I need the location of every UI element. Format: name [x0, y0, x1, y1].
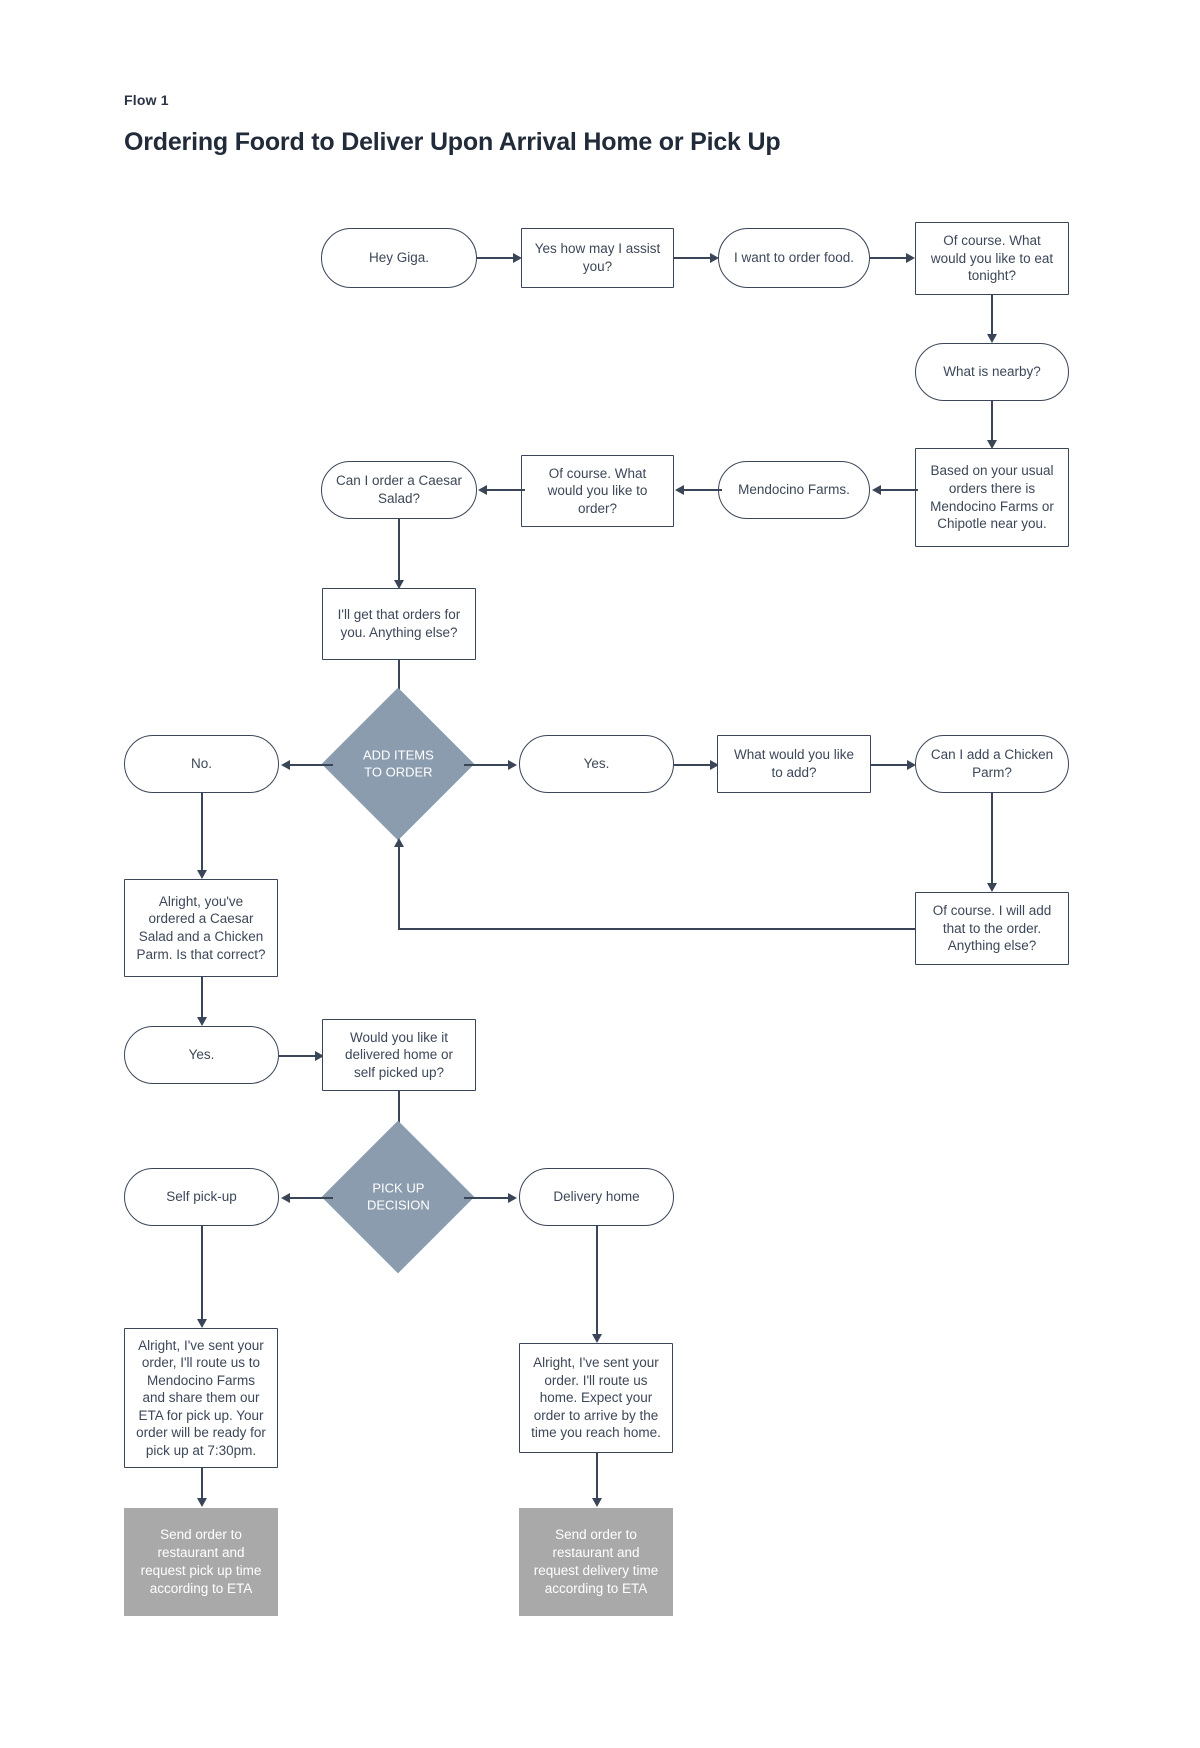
arrowhead-n1-n2 — [513, 253, 522, 263]
connector-n10-decision — [398, 660, 400, 700]
connector-no-n17 — [201, 793, 203, 875]
arrowhead-delivery-n24 — [592, 1334, 602, 1343]
connector-pickup-delivery — [464, 1197, 514, 1199]
node-what-is-nearby[interactable]: What is nearby? — [915, 343, 1069, 401]
node-hey-giga[interactable]: Hey Giga. — [321, 228, 477, 288]
arrowhead-n24-n26 — [592, 1498, 602, 1507]
arrowhead-n8-n9 — [478, 485, 487, 495]
arrowhead-n9-n10 — [394, 580, 404, 589]
node-mendocino-farms[interactable]: Mendocino Farms. — [718, 461, 870, 519]
arrowhead-n4-n5 — [987, 334, 997, 343]
node-pickup-confirmation[interactable]: Alright, I've sent your order, I'll rout… — [124, 1328, 278, 1468]
connector-self-n23 — [201, 1226, 203, 1324]
arrowhead-n3-n4 — [906, 253, 915, 263]
connector-n14-n15 — [871, 764, 913, 766]
node-delivery-confirmation[interactable]: Alright, I've sent your order. I'll rout… — [519, 1343, 673, 1453]
node-can-i-add-chicken-parm[interactable]: Can I add a Chicken Parm? — [915, 735, 1069, 793]
connector-n8-n9 — [481, 489, 525, 491]
connector-pickup-self — [283, 1197, 333, 1199]
connector-n16-loop-vertical — [398, 845, 400, 929]
arrowhead-n7-n8 — [675, 485, 684, 495]
arrowhead-n6-n7 — [872, 485, 881, 495]
connector-n19-pickup-decision — [398, 1091, 400, 1132]
connector-n16-loop-horizontal — [398, 928, 916, 930]
connector-decision-no — [283, 764, 333, 766]
connector-n5-n6 — [991, 401, 993, 445]
node-yes-add-items[interactable]: Yes. — [519, 735, 674, 793]
node-system-send-order-delivery[interactable]: Send order to restaurant and request del… — [519, 1508, 673, 1616]
connector-delivery-n24 — [596, 1226, 598, 1339]
node-system-send-order-pickup[interactable]: Send order to restaurant and request pic… — [124, 1508, 278, 1616]
arrowhead-decision-no — [281, 760, 290, 770]
connector-decision-yes — [464, 764, 514, 766]
connector-n9-n10 — [398, 519, 400, 585]
node-of-course-what-to-order[interactable]: Of course. What would you like to order? — [521, 455, 674, 527]
flow-eyebrow-label: Flow 1 — [124, 92, 169, 108]
arrowhead-n14-n15 — [907, 760, 916, 770]
connector-n7-n8 — [678, 489, 722, 491]
decision-pick-up-decision[interactable]: PICK UP DECISION — [321, 1120, 475, 1274]
connector-n17-yes2 — [201, 977, 203, 1022]
node-alright-youve-ordered[interactable]: Alright, you've ordered a Caesar Salad a… — [124, 879, 278, 977]
arrowhead-pickup-self — [281, 1193, 290, 1203]
arrowhead-self-n23 — [197, 1319, 207, 1328]
node-can-i-order-caesar-salad[interactable]: Can I order a Caesar Salad? — [321, 461, 477, 519]
node-self-pick-up[interactable]: Self pick-up — [124, 1168, 279, 1226]
decision-add-items-to-order[interactable]: ADD ITEMS TO ORDER — [321, 687, 475, 841]
node-what-would-you-like-to-add[interactable]: What would you like to add? — [717, 735, 871, 793]
connector-n3-n4 — [870, 257, 912, 259]
arrowhead-n5-n6 — [987, 440, 997, 449]
node-based-on-usual-orders[interactable]: Based on your usual orders there is Mend… — [915, 448, 1069, 547]
arrowhead-pickup-delivery — [508, 1193, 517, 1203]
node-of-course-eat-tonight[interactable]: Of course. What would you like to eat to… — [915, 222, 1069, 295]
arrowhead-n2-n3 — [710, 253, 719, 263]
arrowhead-n17-yes2 — [197, 1017, 207, 1026]
connector-yes-n14 — [674, 764, 716, 766]
node-yes-confirm[interactable]: Yes. — [124, 1026, 279, 1084]
node-no[interactable]: No. — [124, 735, 279, 793]
arrowhead-n15-n16 — [987, 883, 997, 892]
node-yes-how-may-i-assist[interactable]: Yes how may I assist you? — [521, 228, 674, 288]
decision-add-items-label: ADD ITEMS TO ORDER — [362, 747, 434, 779]
connector-yes2-n19 — [279, 1055, 321, 1057]
page-title: Ordering Foord to Deliver Upon Arrival H… — [124, 128, 781, 156]
connector-n15-n16 — [991, 793, 993, 888]
connector-n24-n26 — [596, 1453, 598, 1503]
arrowhead-yes-n14 — [710, 760, 719, 770]
arrowhead-no-n17 — [197, 870, 207, 879]
arrowhead-n23-n25 — [197, 1498, 207, 1507]
arrowhead-yes2-n19 — [315, 1051, 324, 1061]
arrowhead-n16-loop — [394, 838, 404, 847]
node-of-course-i-will-add[interactable]: Of course. I will add that to the order.… — [915, 892, 1069, 965]
arrowhead-decision-yes — [508, 760, 517, 770]
connector-n23-n25 — [201, 1468, 203, 1503]
connector-n4-n5 — [991, 295, 993, 339]
node-delivery-home[interactable]: Delivery home — [519, 1168, 674, 1226]
connector-n1-n2 — [477, 257, 519, 259]
decision-pick-up-label: PICK UP DECISION — [366, 1180, 430, 1212]
node-ill-get-that-orders[interactable]: I'll get that orders for you. Anything e… — [322, 588, 476, 660]
connector-n2-n3 — [674, 257, 716, 259]
node-delivered-home-or-pickup[interactable]: Would you like it delivered home or self… — [322, 1019, 476, 1091]
connector-n6-n7 — [874, 489, 918, 491]
node-i-want-to-order-food[interactable]: I want to order food. — [718, 228, 870, 288]
